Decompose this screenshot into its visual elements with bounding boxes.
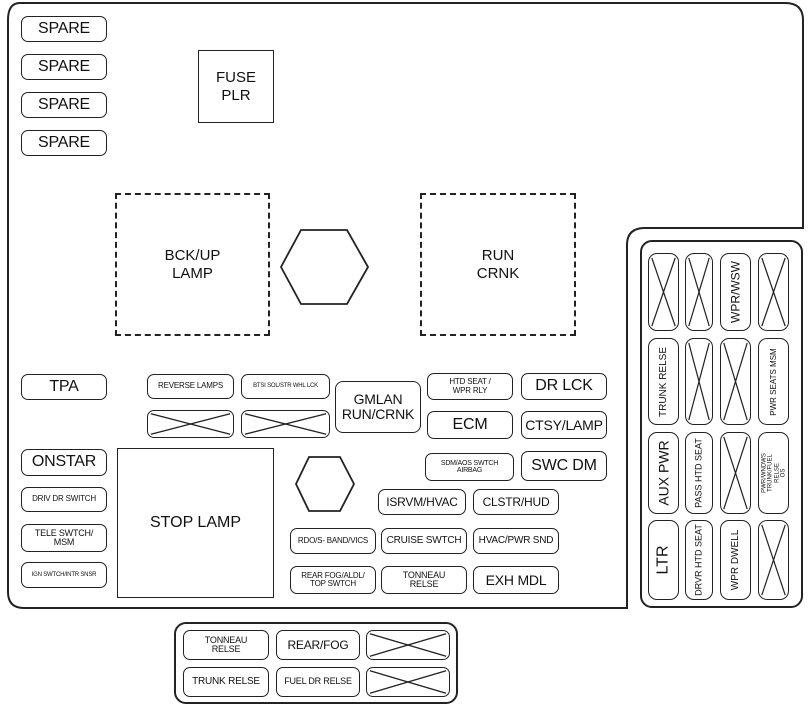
empty-fuse-slot [648,253,679,331]
spare-fuse-4: SPARE [21,130,107,156]
trunk-relse-label: TRUNK RELSE [657,346,669,417]
cruise-switch-fuse: CRUISE SWTCH [381,528,467,554]
rdo-s-band-vics-fuse: RDO/S- BAND/VICS [290,528,376,554]
htd-seat-wpr-rly-fuse: HTD SEAT / WPR RLY [427,373,513,400]
bottom-trunk-relse-fuse: TRUNK RELSE [183,667,269,697]
gmlan-run-crnk-fuse: GMLAN RUN/CRNK [335,381,421,433]
empty-fuse-slot [720,432,751,514]
fuel-dr-relse-fuse: FUEL DR RELSE [276,667,360,697]
aux-pwr-label: AUX PWR [655,440,672,506]
sdm-aos-airbag-fuse: SDM/AOS SWTCH AIRBAG [425,453,514,481]
empty-fuse-slot [758,253,789,331]
drvr-htd-seat-fuse: DRVR HTD SEAT [685,520,713,600]
swc-dm-fuse: SWC DM [521,451,607,481]
isrvm-hvac-fuse: ISRVM/HVAC [378,489,466,515]
empty-fuse-slot [147,410,234,438]
reverse-lamps-fuse: REVERSE LAMPS [147,374,234,399]
trunk-relse-fuse: TRUNK RELSE [648,338,679,425]
rear-fog-fuse: REAR/FOG [276,630,360,660]
wpr-wsw-label: WPR/WSW [728,261,743,323]
backup-lamp-relay: BCK/UP LAMP [115,193,270,336]
tonneau-relse-fuse: TONNEAU RELSE [381,566,467,594]
wpr-dwell-fuse: WPR DWELL [720,520,751,600]
empty-fuse-slot [720,338,751,425]
wpr-wsw-fuse: WPR/WSW [720,253,751,331]
main-panel-outline [7,1,804,609]
empty-fuse-slot [758,520,789,600]
spare-fuse-2: SPARE [21,54,107,80]
ctsy-lamp-fuse: CTSY/LAMP [521,411,607,439]
empty-fuse-slot [685,253,713,331]
hex-stud-upper [280,229,370,305]
drvr-htd-seat-label: DRVR HTD SEAT [693,524,704,596]
onstar-fuse: ONSTAR [21,449,107,476]
stop-lamp-relay: STOP LAMP [117,448,274,598]
exh-mdl-fuse: EXH MDL [473,566,559,594]
bottom-tonneau-relse-fuse: TONNEAU RELSE [183,630,269,660]
empty-fuse-slot [685,338,713,425]
empty-fuse-slot [366,667,450,697]
btsi-fuse: BTSI SOL/STR WHL LCK [241,374,330,399]
driv-dr-switch-fuse: DRIV DR SWITCH [21,487,107,512]
pass-htd-seat-fuse: PASS HTD SEAT [685,432,713,514]
rear-fog-aldl-top-switch-fuse: REAR FOG/ALDL/ TOP SWTCH [290,566,376,594]
ltr-label: LTR [654,545,672,575]
empty-fuse-slot [366,630,450,660]
ltr-fuse: LTR [648,520,679,600]
dr-lck-fuse: DR LCK [521,373,607,400]
tpa-fuse: TPA [21,374,107,400]
pwr-seats-msm-label: PWR SEATS MSM [768,347,778,416]
ign-switch-intr-snsr-fuse: IGN SWTCH/INTR SNSR [21,562,107,588]
fuse-puller: FUSE PLR [198,50,274,123]
tele-switch-msm-fuse: TELE SWTCH/ MSM [21,524,107,552]
hex-stud-lower [295,456,356,512]
pass-htd-seat-label: PASS HTD SEAT [693,438,704,508]
empty-fuse-slot [241,410,330,438]
aux-pwr-fuse: AUX PWR [648,432,679,514]
ecm-fuse: ECM [427,411,513,439]
wpr-dwell-label: WPR DWELL [729,529,741,591]
spare-fuse-3: SPARE [21,92,107,118]
pwr-windows-trunk-fuel-relse-fuse: PWR/WNDWS TRUNK/FUEL RELSE OS [758,432,789,514]
run-crank-relay: RUN CRNK [420,193,576,336]
hvac-pwr-snd-fuse: HVAC/PWR SND [473,528,559,554]
spare-fuse-1: SPARE [21,16,107,42]
pwr-windows-label: PWR/WNDWS TRUNK/FUEL RELSE OS [760,453,786,493]
pwr-seats-msm-fuse: PWR SEATS MSM [758,338,789,425]
clstr-hud-fuse: CLSTR/HUD [473,489,559,515]
